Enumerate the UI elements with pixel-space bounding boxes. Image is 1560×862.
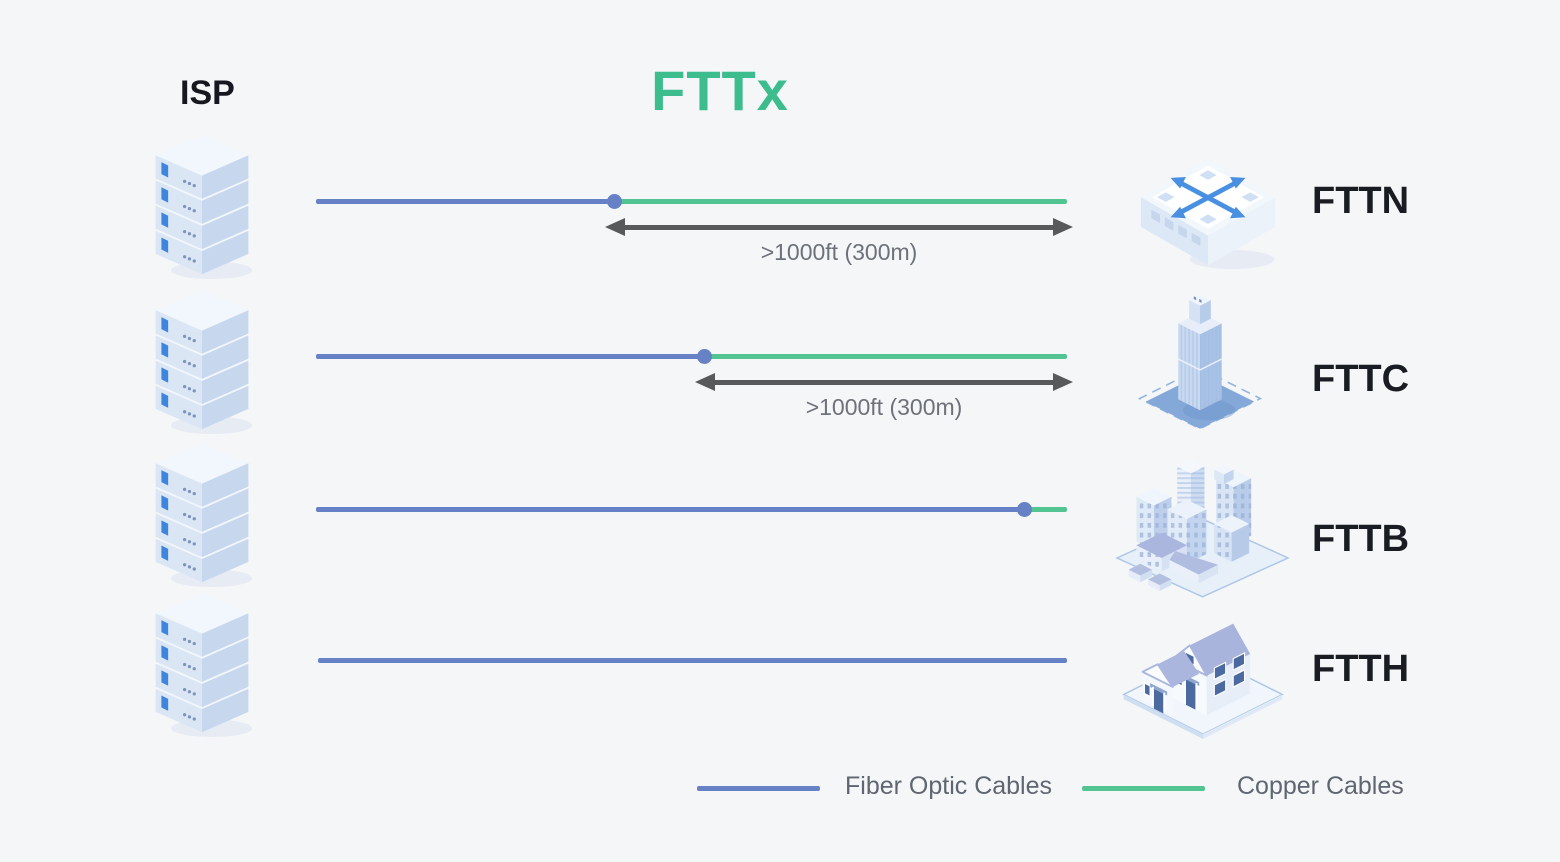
isp-label: ISP xyxy=(180,74,235,112)
server-stack-icon xyxy=(152,593,252,738)
node-label-fttn: FTTN xyxy=(1312,180,1410,222)
copper-legend-label: Copper Cables xyxy=(1237,772,1404,800)
junction-dot xyxy=(1017,502,1032,517)
fiber-legend-swatch xyxy=(697,786,820,791)
fiber-line xyxy=(318,658,1067,663)
node-label-ftth: FTTH xyxy=(1312,648,1410,690)
fiber-line xyxy=(316,354,706,359)
fiber-legend-label: Fiber Optic Cables xyxy=(845,772,1053,800)
office-tower-icon xyxy=(1138,280,1262,435)
distance-arrow xyxy=(695,373,1073,391)
node-label-fttb: FTTB xyxy=(1312,518,1410,560)
junction-dot xyxy=(607,194,622,209)
distance-annotation: >1000ft (300m) xyxy=(805,394,963,420)
page-title: FTTx xyxy=(651,59,789,122)
junction-dot xyxy=(697,349,712,364)
copper-line xyxy=(615,199,1067,204)
house-icon xyxy=(1118,598,1288,740)
server-stack-icon xyxy=(152,290,252,435)
network-switch-icon xyxy=(1136,152,1280,272)
fiber-line xyxy=(316,199,616,204)
server-stack-icon xyxy=(152,135,252,280)
distance-arrow xyxy=(605,218,1073,236)
copper-line xyxy=(1025,507,1067,512)
city-buildings-icon xyxy=(1115,443,1290,599)
copper-line xyxy=(705,354,1067,359)
fiber-line xyxy=(316,507,1025,512)
distance-annotation: >1000ft (300m) xyxy=(760,239,918,265)
node-label-fttc: FTTC xyxy=(1312,358,1410,400)
server-stack-icon xyxy=(152,443,252,588)
copper-legend-swatch xyxy=(1082,786,1205,791)
